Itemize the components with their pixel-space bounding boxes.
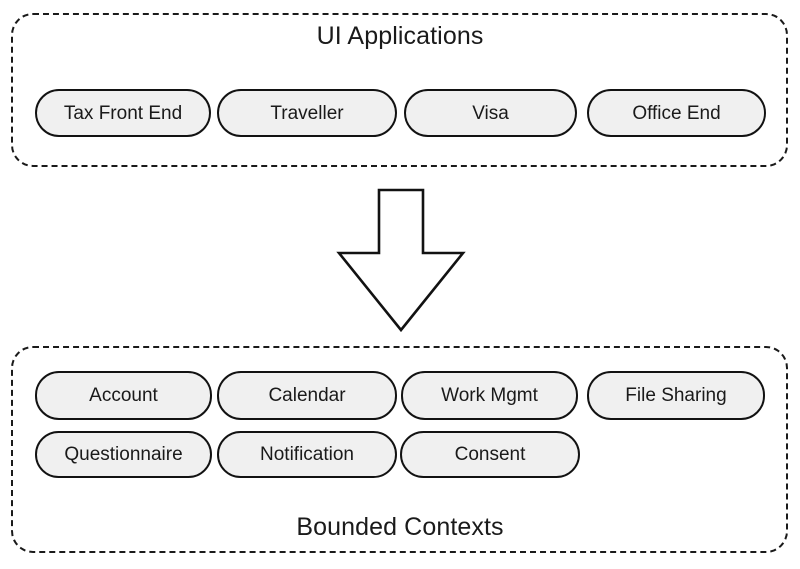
node-work-mgmt[interactable]: Work Mgmt — [401, 371, 578, 420]
node-account[interactable]: Account — [35, 371, 212, 420]
node-calendar[interactable]: Calendar — [217, 371, 397, 420]
node-notification[interactable]: Notification — [217, 431, 397, 478]
node-tax-front-end[interactable]: Tax Front End — [35, 89, 211, 137]
node-visa[interactable]: Visa — [404, 89, 577, 137]
ui-applications-group — [11, 13, 788, 167]
node-traveller[interactable]: Traveller — [217, 89, 397, 137]
node-consent[interactable]: Consent — [400, 431, 580, 478]
bounded-contexts-title: Bounded Contexts — [296, 513, 504, 541]
ui-applications-title: UI Applications — [316, 22, 484, 50]
bounded-contexts-group — [11, 346, 788, 553]
node-office-end[interactable]: Office End — [587, 89, 766, 137]
node-file-sharing[interactable]: File Sharing — [587, 371, 765, 420]
node-questionnaire[interactable]: Questionnaire — [35, 431, 212, 478]
down-arrow-icon — [333, 184, 469, 336]
